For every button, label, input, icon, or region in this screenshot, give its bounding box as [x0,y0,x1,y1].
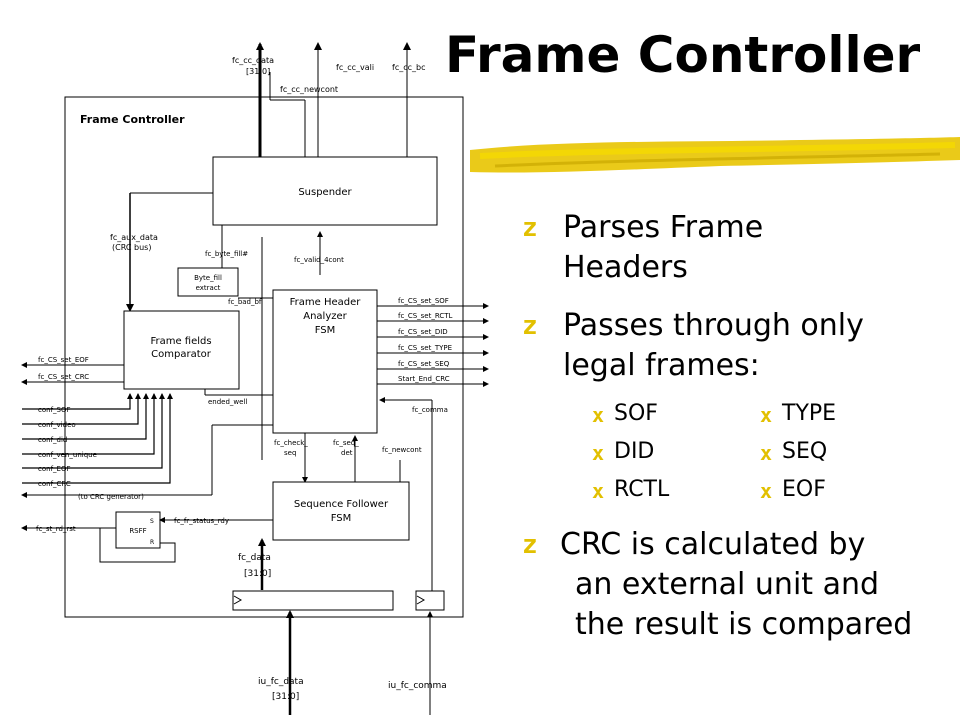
right-output-signals: fc_CS_set_SOF fc_CS_set_RCTL fc_CS_set_D… [398,297,453,383]
subitem-rctl: RCTL [614,477,670,502]
sig-fc-cc-bc: fc_cc_bc [392,63,426,72]
subitem-did: DID [614,439,655,464]
byte-fill-extract-block [177,267,239,297]
sig-check-seq-2: seq [284,449,296,457]
sig-set-sof: fc_CS_set_SOF [398,297,449,305]
subbullet-marker: x [592,441,605,465]
conf-did: conf_did [38,436,67,444]
sig-set-eof: fc_CS_set_EOF [38,356,89,364]
data-register [232,590,394,611]
sig-byte-fill: fc_byte_fill# [205,250,248,258]
sig-iu-fc-data-width: [31:0] [272,692,299,702]
frame-fields-comparator-block [123,310,240,390]
subbullet-marker: x [592,479,605,503]
subbullet-marker: x [592,403,605,427]
bullet-marker: z [522,213,538,243]
bullet-2-line-2: legal frames: [563,348,760,383]
comparator-label-2: Comparator [151,349,212,360]
subbullet-marker: x [760,441,773,465]
analyzer-label-2: Analyzer [303,311,347,322]
conf-crc: conf_CRC [38,480,71,488]
rsff-r: R [150,539,154,546]
sig-rd-rst: fc_st_rd_rst [36,525,76,533]
sig-fc-data: fc_data [238,553,271,563]
rsff-label: RSFF [129,527,146,535]
sig-start-end-crc: Start_End_CRC [398,375,450,383]
sig-fc-cc-data-width: [31:0] [246,67,270,76]
conf-inputs: conf_SOF conf_video conf_did conf_ven_un… [38,406,97,488]
comma-register [415,590,445,611]
sig-iu-fc-data: iu_fc_data [258,677,304,687]
sig-seq-det-1: fc_seq_ [333,439,359,447]
sequence-follower-block [272,481,410,541]
subitem-eof: EOF [782,477,826,502]
sig-fc-cc-vali: fc_cc_vali [336,63,374,72]
sig-newcont: fc_newcont [382,446,422,454]
sig-fc-data-width: [31:0] [244,569,271,579]
bullet-3-line-3: the result is compared [575,607,913,642]
sig-bad-bf: fc_bad_bf [228,298,262,306]
frame-header-analyzer-block [272,289,378,434]
sig-fc-cc-newcont: fc_cc_newcont [280,85,338,94]
bullet-marker: z [522,311,538,341]
subitem-sof: SOF [614,401,658,426]
byte-fill-label-1: Byte_fill [194,274,222,282]
sig-aux-data: fc_aux_data [110,233,158,242]
sig-fc-comma: fc_comma [412,406,448,414]
byte-fill-label-2: extract [196,284,221,292]
bullet-1-line-1: Parses Frame [563,210,764,245]
frame-controller-box [64,96,464,618]
sig-aux-data-note: (CRC bus) [112,243,151,252]
suspender-block [212,156,438,226]
sig-set-seq: fc_CS_set_SEQ [398,360,450,368]
bullet-3-line-1: CRC is calculated by [560,527,866,562]
subitem-type: TYPE [782,401,837,426]
sig-set-did: fc_CS_set_DID [398,328,448,336]
seq-follower-label-1: Sequence Follower [294,499,389,510]
conf-ven-unique: conf_ven_unique [38,451,97,459]
sig-valid-4cont: fc_valid_4cont [294,256,344,264]
sig-set-type: fc_CS_set_TYPE [398,344,452,352]
bullet-2-line-1: Passes through only [563,308,864,343]
analyzer-label-3: FSM [315,325,336,336]
rsff-s: S [150,518,154,525]
sig-iu-fc-comma: iu_fc_comma [388,681,447,691]
sig-status-rdy: fc_fr_status_rdy [174,517,229,525]
box-title: Frame Controller [80,113,185,126]
subbullet-marker: x [760,403,773,427]
analyzer-label-1: Frame Header [290,297,362,308]
sig-set-rctl: fc_CS_set_RCTL [398,312,453,320]
rsff-block [115,511,161,549]
sig-fc-cc-data: fc_cc_data [232,56,274,65]
conf-eof: conf_EOF [38,465,71,473]
comparator-label-1: Frame fields [150,336,211,347]
slide-title: Frame Controller [445,26,921,84]
subbullet-marker: x [760,479,773,503]
sig-seq-det-2: det [341,449,353,457]
bullet-1-line-2: Headers [563,250,688,285]
bullet-3-line-2: an external unit and [575,567,880,602]
bullet-marker: z [522,530,538,560]
sig-set-crc: fc_CS_set_CRC [38,373,89,381]
subitem-seq: SEQ [782,439,828,464]
sig-crc-gen: (to CRC generator) [78,493,144,501]
block-diagram: Frame Controller fc_cc_data [31:0] fc_cc… [21,42,489,715]
sig-check-seq-1: fc_check_ [274,439,308,447]
suspender-label: Suspender [298,187,352,198]
sig-ended-well: ended_well [208,398,247,406]
seq-follower-label-2: FSM [331,513,352,524]
conf-video: conf_video [38,421,76,429]
conf-sof: conf_SOF [38,406,71,414]
